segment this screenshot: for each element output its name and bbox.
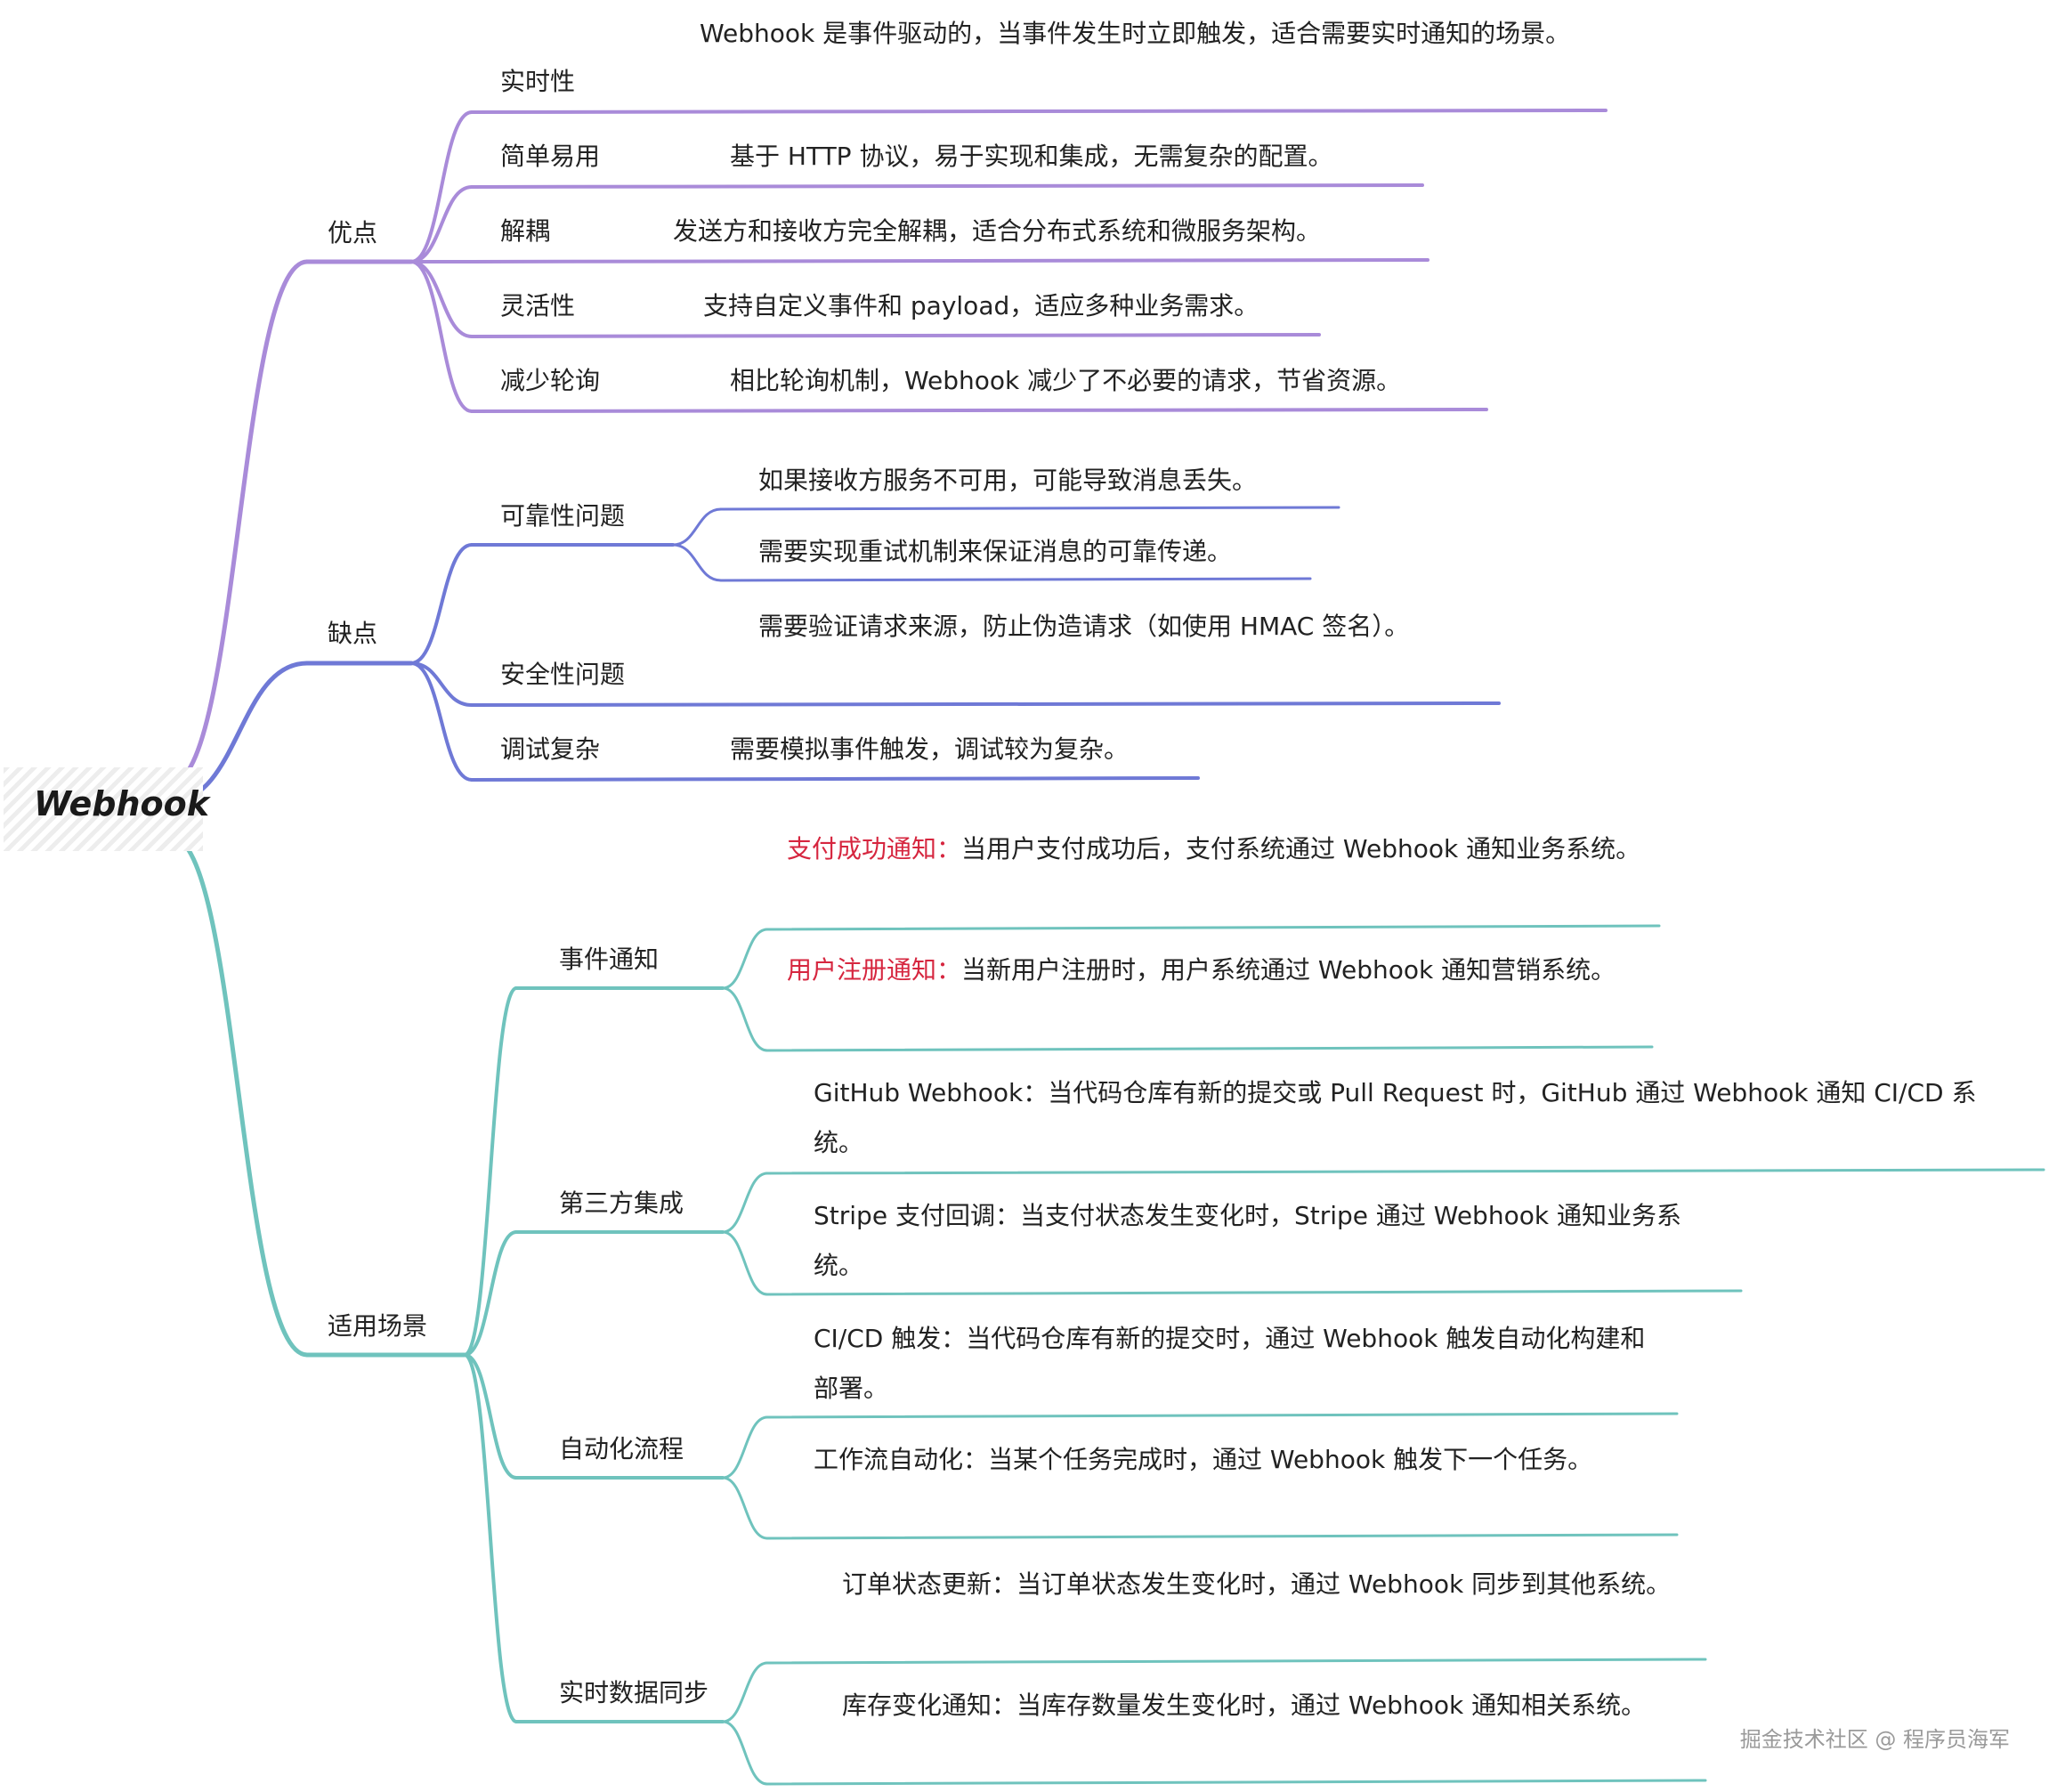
connector-12: [409, 260, 474, 338]
leaf-register-notify: 用户注册通知：当新用户注册时，用户系统通过 Webhook 通知营销系统。: [787, 945, 1641, 995]
underline-21: [719, 577, 1312, 582]
adv-simple[interactable]: 简单易用: [500, 142, 601, 171]
underline-31: [765, 1045, 1654, 1052]
dis-debugging[interactable]: 调试复杂: [500, 734, 601, 764]
root-highlight: [4, 767, 203, 851]
leaf-reliability-2: 需要实现重试机制来保证消息的可靠传递。: [758, 537, 1233, 566]
dis-security[interactable]: 安全性问题: [500, 660, 626, 689]
leaf-workflow: 工作流自动化：当某个任务完成时，通过 Webhook 触发下一个任务。: [814, 1445, 1593, 1474]
connector-16: [409, 543, 474, 665]
connector-6: [409, 110, 474, 264]
leaf-inventory: 库存变化通知：当库存数量发生变化时，通过 Webhook 通知相关系统。: [842, 1691, 1647, 1720]
leaf-flexibility: 支持自定义事件和 payload，适应多种业务需求。: [703, 291, 1259, 320]
root-node[interactable]: Webhook: [34, 784, 209, 823]
branch-disadvantages[interactable]: 缺点: [328, 619, 378, 648]
connector-4: [168, 834, 310, 1358]
connector-44: [463, 1353, 518, 1723]
adv-flexibility[interactable]: 灵活性: [500, 291, 576, 320]
connector-24: [409, 661, 474, 782]
underline-47: [765, 1658, 1707, 1665]
connector-32: [463, 1230, 518, 1357]
underline-35: [765, 1168, 2045, 1175]
underline-37: [765, 1289, 1743, 1296]
connector-34: [721, 1172, 769, 1234]
leaf-github: GitHub Webhook：当代码仓库有新的提交或 Pull Request …: [814, 1078, 1977, 1157]
sce-third-party[interactable]: 第三方集成: [559, 1188, 684, 1218]
underline-11: [470, 258, 1429, 264]
adv-decoupling[interactable]: 解耦: [500, 216, 551, 246]
sce-event-notify[interactable]: 事件通知: [559, 945, 660, 974]
leaf-debugging: 需要模拟事件触发，调试较为复杂。: [730, 734, 1130, 764]
underline-7: [470, 109, 1608, 114]
connector-42: [721, 1476, 769, 1540]
leaf-security: 需要验证请求来源，防止伪造请求（如使用 HMAC 签名）。: [758, 612, 1410, 641]
underline-49: [765, 1779, 1707, 1786]
connector-8: [409, 185, 474, 264]
connector-30: [721, 986, 769, 1052]
leaf-stripe: Stripe 支付回调：当支付状态发生变化时，Stripe 通过 Webhook…: [814, 1201, 1681, 1280]
leaf-realtime: Webhook 是事件驱动的，当事件发生时立即触发，适合需要实时通知的场景。: [700, 19, 1571, 48]
connector-48: [721, 1720, 769, 1786]
adv-less-polling[interactable]: 减少轮询: [500, 366, 601, 395]
leaf-less-polling: 相比轮询机制，Webhook 减少了不必要的请求，节省资源。: [730, 366, 1402, 395]
connector-18: [671, 507, 723, 547]
adv-realtime[interactable]: 实时性: [500, 67, 576, 96]
branch-scenarios[interactable]: 适用场景: [328, 1311, 428, 1341]
connector-20: [671, 543, 723, 582]
underline-15: [470, 408, 1488, 413]
watermark: 掘金技术社区 @ 程序员海军: [1739, 1727, 2010, 1752]
underline-19: [719, 506, 1340, 511]
underline-23: [470, 701, 1501, 707]
underline-29: [765, 924, 1661, 931]
underline-25: [470, 776, 1200, 782]
branch-advantages[interactable]: 优点: [328, 218, 378, 247]
leaf-text: 当新用户注册时，用户系统通过 Webhook 通知营销系统。: [961, 955, 1616, 985]
sce-data-sync[interactable]: 实时数据同步: [559, 1678, 709, 1707]
connector-36: [721, 1230, 769, 1296]
leaf-payment-notify: 支付成功通知：当用户支付成功后，支付系统通过 Webhook 通知业务系统。: [787, 824, 1641, 874]
leaf-label: 支付成功通知：: [787, 834, 962, 864]
connector-40: [721, 1415, 769, 1480]
connector-38: [463, 1353, 518, 1480]
underline-13: [470, 333, 1321, 338]
underline-9: [470, 183, 1424, 189]
connector-14: [409, 260, 474, 413]
leaf-reliability-1: 如果接收方服务不可用，可能导致消息丢失。: [758, 466, 1258, 495]
underline-41: [765, 1412, 1679, 1419]
connector-46: [721, 1661, 769, 1723]
sce-automation[interactable]: 自动化流程: [559, 1434, 684, 1464]
connector-26: [463, 986, 518, 1357]
leaf-text: 当用户支付成功后，支付系统通过 Webhook 通知业务系统。: [961, 834, 1641, 864]
leaf-order-sync: 订单状态更新：当订单状态发生变化时，通过 Webhook 同步到其他系统。: [842, 1569, 1672, 1599]
leaf-simple: 基于 HTTP 协议，易于实现和集成，无需复杂的配置。: [730, 142, 1333, 171]
connector-28: [721, 928, 769, 990]
dis-reliability[interactable]: 可靠性问题: [500, 501, 626, 531]
connector-0: [168, 259, 310, 786]
leaf-decoupling: 发送方和接收方完全解耦，适合分布式系统和微服务架构。: [673, 216, 1322, 246]
underline-43: [765, 1533, 1679, 1540]
leaf-label: 用户注册通知：: [787, 955, 962, 985]
leaf-cicd: CI/CD 触发：当代码仓库有新的提交时，通过 Webhook 触发自动化构建和…: [814, 1324, 1646, 1403]
